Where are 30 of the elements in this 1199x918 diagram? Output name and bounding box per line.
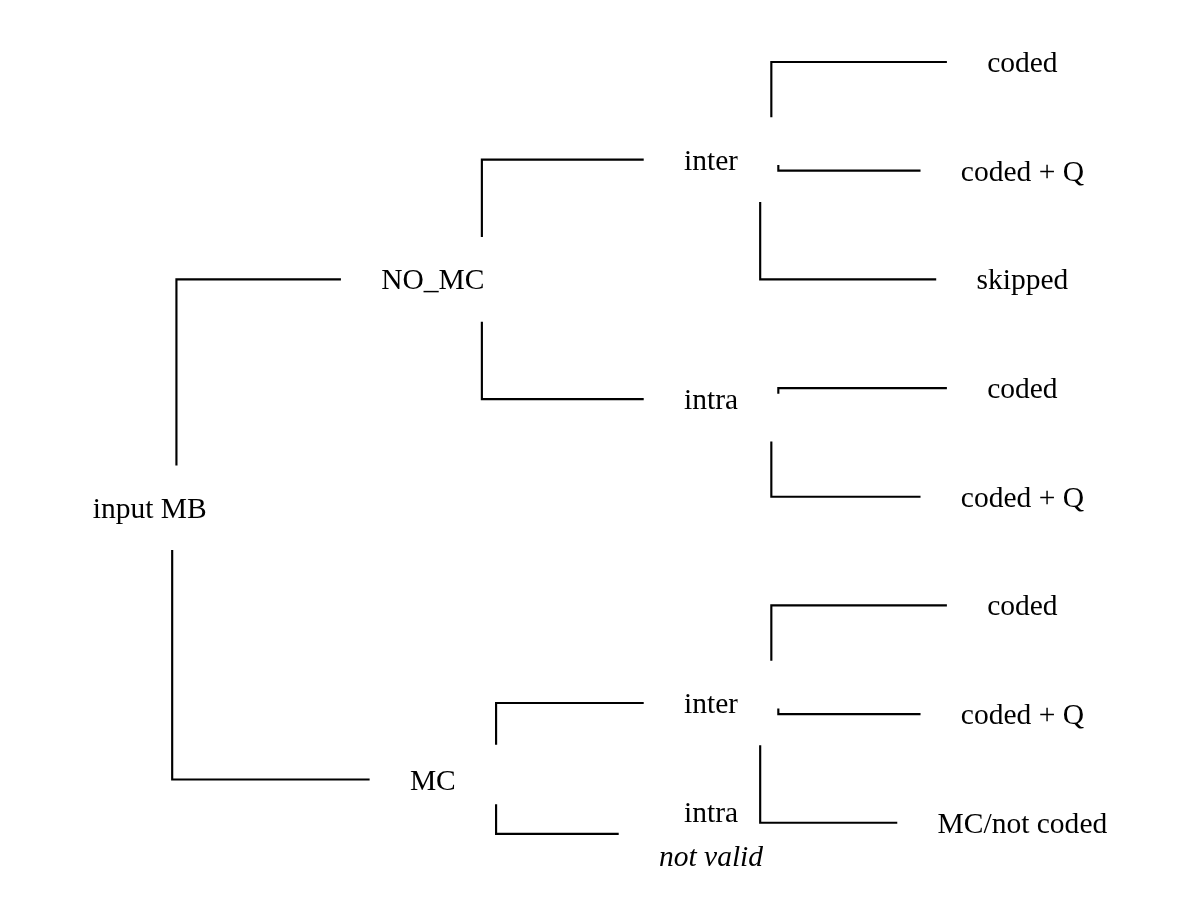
connector [769, 60, 947, 118]
connector [480, 158, 644, 238]
connector [758, 201, 936, 281]
node-text: intra [683, 794, 738, 829]
connector [174, 278, 341, 466]
connector [480, 321, 644, 401]
node-text: intra [683, 382, 738, 416]
connector [769, 441, 921, 498]
connector [494, 804, 619, 835]
connector [758, 745, 897, 824]
node-text: coded [986, 588, 1058, 623]
node-text: NO_MC [380, 262, 485, 297]
node-text: MC/not coded [937, 806, 1107, 840]
tree-diagram: input MB NO_MC MC inter intra inter intra not valid coded coded + Q skipped coded coded + Q coded coded + Q MC/not coded [9, 9, 1190, 909]
connector [776, 708, 921, 716]
node-text: MC [409, 762, 456, 797]
node-text: coded [986, 371, 1058, 405]
node-text: coded + Q [960, 153, 1084, 188]
node-text: coded + Q [960, 697, 1084, 731]
connector [769, 604, 947, 661]
node-text: coded [986, 45, 1058, 79]
node-text: skipped [975, 262, 1068, 297]
connector [494, 701, 644, 745]
node-text: inter [683, 686, 738, 720]
node-text: coded + Q [960, 479, 1084, 514]
connector [776, 164, 921, 172]
connector [776, 386, 947, 394]
node-text: inter [683, 142, 738, 177]
connector [170, 550, 370, 781]
node-text: input MB [92, 491, 207, 525]
